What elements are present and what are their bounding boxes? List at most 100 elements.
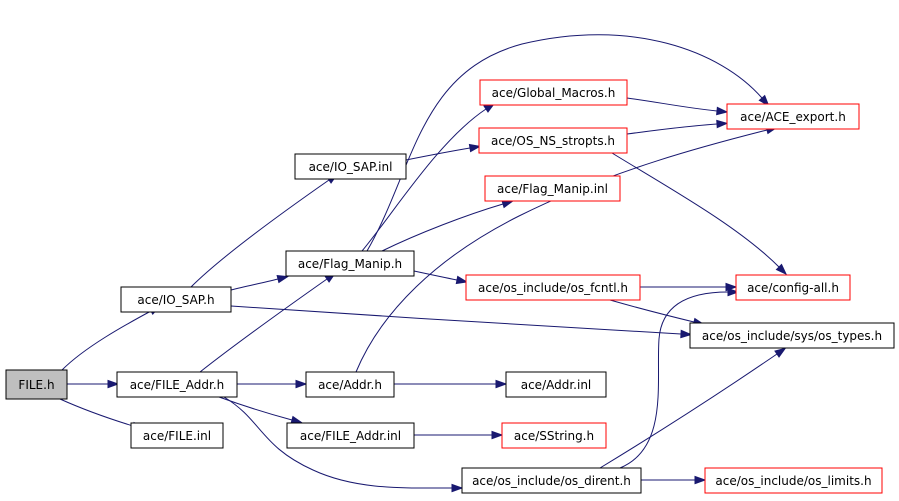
node-label: ace/os_include/os_fcntl.h	[478, 281, 628, 295]
edge-line	[355, 129, 768, 373]
node-label: ace/os_include/sys/os_types.h	[702, 329, 882, 343]
node-label: ace/SString.h	[514, 429, 594, 443]
edge-line	[190, 179, 330, 288]
node-flag-manip-inl[interactable]: ace/Flag_Manip.inl	[484, 175, 621, 202]
edge-line	[223, 396, 453, 489]
node-global-macros-h[interactable]: ace/Global_Macros.h	[479, 79, 628, 106]
edge-line	[626, 123, 718, 135]
node-box	[478, 127, 628, 154]
node-os-fcntl-h[interactable]: ace/os_include/os_fcntl.h	[465, 274, 641, 301]
edge-os_fcntl_h-to-os_types_h	[609, 299, 706, 327]
arrowhead	[716, 106, 729, 116]
node-os-ns-stropts-h[interactable]: ace/OS_NS_stropts.h	[478, 127, 628, 154]
node-box	[286, 422, 415, 449]
arrowhead	[501, 200, 515, 209]
node-box	[461, 467, 642, 494]
edge-file_addr_h-to-os_dirent_h	[223, 396, 464, 493]
edge-line	[381, 203, 504, 252]
edge-global_macros_h-to-ace_export_h	[626, 97, 729, 116]
node-box	[689, 322, 895, 349]
edge-file_h-to-file_inl	[59, 398, 144, 430]
edge-line	[61, 310, 152, 371]
node-io-sap-h[interactable]: ace/IO_SAP.h	[120, 286, 232, 313]
edge-io_sap_inl-to-os_ns_stropts_h	[405, 143, 482, 161]
edge-flag_manip_h-to-flag_manip_inl	[381, 200, 515, 252]
node-box	[116, 371, 238, 398]
edge-line	[619, 291, 729, 469]
node-file-addr-h[interactable]: ace/FILE_Addr.h	[116, 371, 238, 398]
arrowhead	[491, 430, 504, 440]
node-label: ace/ACE_export.h	[740, 110, 846, 124]
edge-line	[230, 278, 279, 291]
node-file-h: FILE.h	[5, 369, 68, 400]
edge-os_ns_stropts_h-to-ace_export_h	[626, 119, 729, 135]
node-box	[465, 274, 641, 301]
arrowhead	[455, 275, 469, 285]
edge-os_fcntl_h-to-config_all_h	[640, 282, 738, 292]
arrowhead	[495, 379, 508, 389]
node-label: ace/IO_SAP.inl	[309, 160, 393, 174]
node-os-types-h[interactable]: ace/os_include/sys/os_types.h	[689, 322, 895, 349]
node-box	[305, 371, 395, 398]
node-flag-manip-h[interactable]: ace/Flag_Manip.h	[285, 250, 415, 277]
edge-file_addr_inl-to-sstring_h	[414, 430, 504, 440]
edge-os_dirent_h-to-os_types_h	[599, 347, 787, 469]
node-config-all-h[interactable]: ace/config-all.h	[735, 274, 851, 301]
node-label: ace/Addr.inl	[521, 378, 592, 392]
arrowhead	[295, 379, 308, 389]
node-os-dirent-h[interactable]: ace/os_include/os_dirent.h	[461, 467, 642, 494]
edge-line	[199, 278, 328, 373]
arrowhead	[694, 475, 707, 485]
edge-os_dirent_h-to-config_all_h	[619, 287, 740, 469]
node-box	[294, 153, 407, 180]
arrowhead	[451, 483, 464, 493]
node-io-sap-inl[interactable]: ace/IO_SAP.inl	[294, 153, 407, 180]
arrowhead	[727, 287, 740, 297]
edge-file_h-to-file_addr_h	[66, 379, 120, 389]
edge-io_sap_h-to-flag_manip_h	[230, 274, 290, 291]
node-os-limits-h[interactable]: ace/os_include/os_limits.h	[704, 467, 883, 494]
edge-line	[218, 396, 293, 421]
node-box	[704, 467, 883, 494]
edge-line	[413, 270, 458, 281]
node-label: ace/os_include/os_dirent.h	[472, 474, 631, 488]
node-sstring-h[interactable]: ace/SString.h	[501, 422, 607, 449]
node-label: FILE.h	[18, 378, 54, 392]
node-box	[5, 369, 68, 400]
edge-line	[611, 152, 780, 268]
node-label: ace/Flag_Manip.inl	[497, 182, 608, 196]
edge-os_ns_stropts_h-to-config_all_h	[611, 152, 788, 276]
node-label: ace/FILE_Addr.inl	[300, 429, 401, 443]
edge-file_addr_h-to-file_addr_inl	[218, 396, 304, 425]
edge-file_addr_h-to-addr_h	[236, 379, 308, 389]
arrowhead	[774, 347, 787, 358]
node-label: ace/config-all.h	[747, 281, 839, 295]
node-box	[130, 422, 224, 449]
node-file-inl[interactable]: ace/FILE.inl	[130, 422, 224, 449]
arrowhead	[468, 143, 482, 153]
edge-line	[59, 398, 134, 427]
arrowhead	[276, 274, 290, 284]
edge-io_sap_h-to-os_types_h	[230, 305, 693, 339]
arrowhead	[680, 329, 693, 339]
node-file-addr-inl[interactable]: ace/FILE_Addr.inl	[286, 422, 415, 449]
node-addr-h[interactable]: ace/Addr.h	[305, 371, 395, 398]
edge-line	[405, 147, 471, 161]
node-box	[479, 79, 628, 106]
node-label: ace/FILE_Addr.h	[130, 378, 225, 392]
node-label: ace/FILE.inl	[143, 429, 211, 443]
arrowhead	[716, 119, 729, 129]
edge-file_h-to-io_sap_h	[61, 305, 162, 371]
node-label: ace/Flag_Manip.h	[298, 257, 402, 271]
arrowhead	[758, 94, 770, 107]
edges-layer	[59, 34, 788, 493]
node-ace-export-h[interactable]: ace/ACE_export.h	[726, 103, 860, 130]
edge-line	[230, 305, 682, 335]
node-addr-inl[interactable]: ace/Addr.inl	[505, 371, 607, 398]
node-label: ace/OS_NS_stropts.h	[491, 134, 615, 148]
edge-line	[626, 97, 718, 112]
edge-line	[599, 353, 778, 469]
edge-flag_manip_h-to-os_fcntl_h	[413, 270, 469, 285]
node-box	[505, 371, 607, 398]
